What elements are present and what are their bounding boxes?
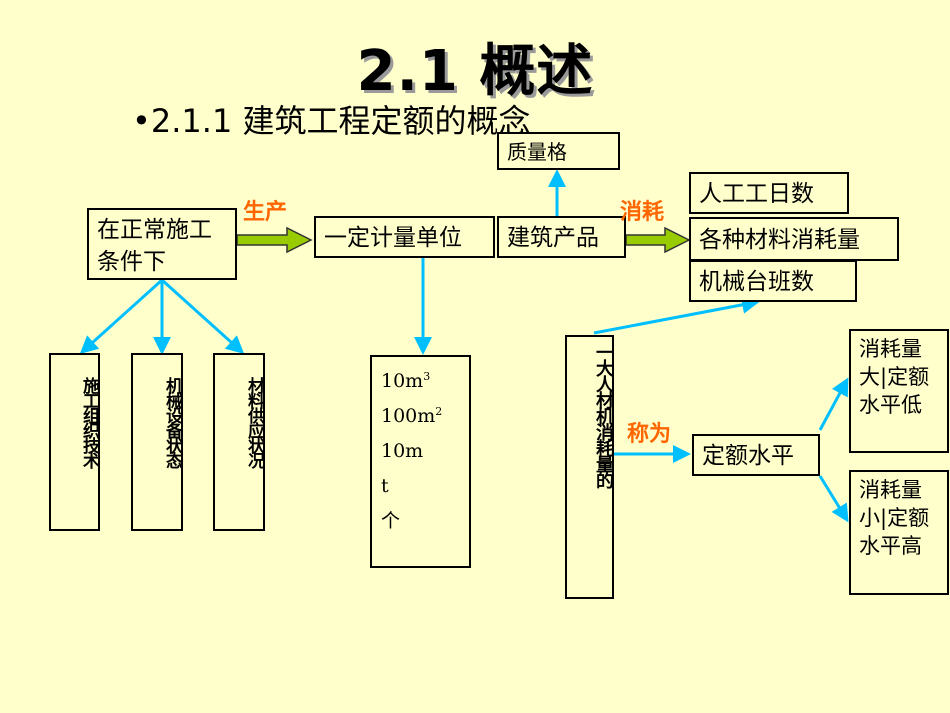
unit-item: t [381, 475, 389, 497]
quota-level-box: 定额水平 [692, 434, 820, 476]
condition-column-1: 施工组织技术 [49, 353, 100, 531]
unit-item: 个 [381, 510, 401, 532]
quota-level-text: 定额水平 [702, 443, 794, 469]
section-heading: •2.1.1 建筑工程定额的概念 [132, 102, 531, 140]
unit-item: 10m [381, 440, 424, 462]
connector-conditions-col3 [160, 278, 245, 355]
page-title: 2.1 概述 [356, 39, 594, 104]
machine-shifts-text: 机械台班数 [699, 269, 814, 295]
labor-days-text: 人工工日数 [699, 181, 814, 207]
connector-quota-high [818, 377, 849, 431]
connector-quota-low [818, 475, 849, 523]
consume-label: 消耗 [620, 200, 665, 225]
labor-days-box: 人工工日数 [689, 172, 849, 214]
produce-arrow [236, 226, 313, 254]
connector-conditions-col1 [79, 278, 164, 355]
quality-text: 质量格 [507, 140, 567, 164]
produce-label: 生产 [243, 200, 288, 225]
consumption-size-column: 一大人材机消耗量的 [565, 335, 614, 599]
machine-shifts-box: 机械台班数 [689, 260, 857, 302]
construction-product-box: 建筑产品 [497, 216, 626, 258]
construction-product-text: 建筑产品 [507, 225, 599, 251]
work-conditions-text: 在正常施工条件下 [97, 217, 212, 275]
material-consumption-box: 各种材料消耗量 [689, 217, 899, 261]
quality-box: 质量格 [497, 132, 620, 170]
low-consumption-text: 消耗量小|定额水平高 [859, 478, 930, 558]
high-consumption-text: 消耗量大|定额水平低 [859, 337, 930, 417]
high-consumption-box: 消耗量大|定额水平低 [849, 329, 949, 453]
connector-column-machine [593, 295, 760, 335]
condition-column-2: 机械设备状态 [131, 353, 183, 531]
measurement-unit-box: 一定计量单位 [314, 216, 495, 258]
condition-column-3: 材料供应状况 [213, 353, 265, 531]
consume-arrow [625, 226, 691, 254]
unit-item: 100m2 [381, 405, 443, 427]
measurement-unit-text: 一定计量单位 [324, 225, 462, 251]
work-conditions-box: 在正常施工条件下 [87, 208, 237, 280]
unit-item: 10m3 [381, 370, 431, 392]
units-list: 10m3 100m2 10m t 个 [370, 355, 471, 568]
low-consumption-box: 消耗量小|定额水平高 [849, 470, 949, 595]
material-consumption-text: 各种材料消耗量 [699, 227, 860, 253]
called-label: 称为 [627, 422, 672, 447]
